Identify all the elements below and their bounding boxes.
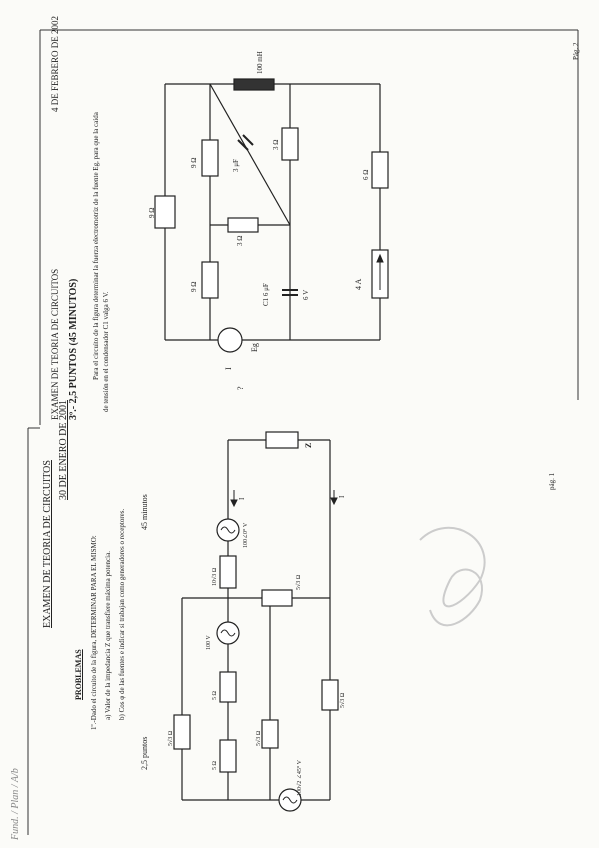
page2-problem: 3º.- 2,5 PUNTOS (45 MINUTOS)	[68, 278, 79, 420]
resistor-5sqrt3	[173, 714, 191, 750]
label-r3b: 3 Ω	[236, 235, 244, 246]
label-r9-top: 9 Ω	[190, 157, 198, 168]
resistor-3a	[281, 127, 299, 161]
resistor-5j	[219, 671, 237, 703]
label-r6: 6 Ω	[362, 169, 370, 180]
resistor-9-top	[201, 139, 219, 177]
resistor-5sqrt3-top	[261, 589, 293, 607]
resistor-10sqrt3	[219, 555, 237, 589]
page2-header-title: EXAMEN DE TEORIA DE CIRCUITOS	[50, 268, 60, 420]
label-6v: 6 V	[302, 289, 310, 300]
resistor-3b	[227, 217, 259, 233]
impedance-z	[265, 431, 299, 449]
label-current: 4 A	[354, 278, 363, 290]
label-c1: C1 6 μF	[262, 283, 270, 306]
label-r3a: 3 Ω	[272, 139, 280, 150]
page2-text-2: de tensión en el condensador C1 valga 6 …	[102, 291, 110, 412]
resistor-5	[219, 739, 237, 773]
resistor-bottom	[321, 679, 339, 711]
resistor-6	[371, 151, 389, 189]
source-eg-icon	[217, 327, 243, 353]
ink-scribble	[419, 526, 486, 627]
label-cap3: 3 μF	[232, 159, 240, 172]
resistor-9-bottom	[201, 261, 219, 299]
label-q: ?	[236, 386, 245, 390]
label-r9-bottom: 9 Ω	[190, 281, 198, 292]
resistor-5sqrt3-mid	[261, 719, 279, 749]
label-r9-left: 9 Ω	[148, 207, 156, 218]
page2-header-date: 4 DE FEBRERO DE 2002	[50, 15, 60, 112]
label-inductor: 100 mH	[256, 51, 264, 74]
page2-page-label: Pág. 2	[572, 42, 580, 61]
page2-text-1: Para el circuito de la figura determinar…	[92, 112, 100, 380]
label-eg: Eg	[250, 343, 259, 352]
resistor-9-left	[154, 195, 176, 229]
label-i: I	[224, 367, 233, 370]
inductor-100mh	[233, 78, 275, 91]
